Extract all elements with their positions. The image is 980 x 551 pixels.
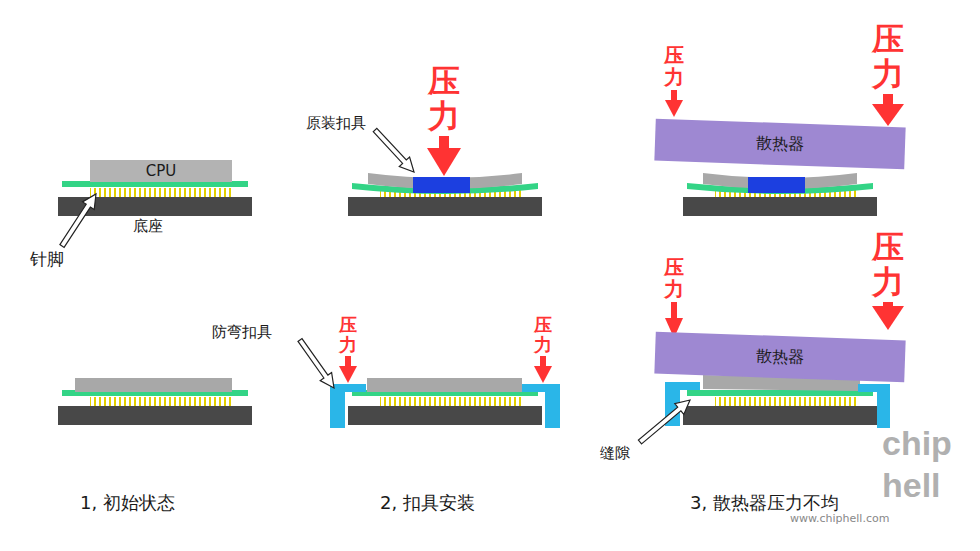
anti-bend-bracket (522, 384, 560, 428)
step-caption: 2, 扣具安装 (380, 491, 475, 515)
node-text: CPU (146, 162, 177, 180)
watermark: www.chiphell.com (790, 512, 889, 525)
force-label: 压力 (872, 230, 904, 300)
socket (348, 390, 542, 425)
heatsink-box: 散热器 (654, 332, 905, 383)
force-label: 压力 (339, 315, 357, 355)
socket-bent (683, 173, 877, 216)
leader-arrow (298, 339, 334, 388)
leader-arrow (638, 400, 690, 444)
force-label: 压力 (664, 256, 684, 300)
part-label: 防弯扣具 (212, 323, 272, 342)
leader-arrow (60, 194, 96, 247)
step-caption: 3, 散热器压力不均 (690, 491, 839, 515)
part-label: 底座 (133, 217, 163, 236)
force-label: 压力 (872, 22, 904, 92)
node-text: 散热器 (756, 133, 805, 156)
anti-bend-bracket (858, 384, 890, 428)
part-label: 原装扣具 (306, 114, 366, 133)
cpu-chip (75, 378, 232, 392)
socket-bent (348, 173, 542, 216)
socket (683, 390, 877, 425)
force-label: 压力 (428, 64, 460, 134)
leader-arrow (373, 128, 414, 172)
cpu-chip: CPU (90, 160, 232, 182)
part-label: 针脚 (30, 248, 64, 271)
watermark: chip (882, 424, 952, 463)
force-label: 压力 (664, 44, 684, 88)
heatsink-box: 散热器 (654, 119, 905, 170)
socket (58, 390, 252, 425)
step-caption: 1, 初始状态 (80, 491, 175, 515)
cpu-chip (367, 378, 522, 392)
part-label: 缝隙 (600, 444, 630, 463)
node-text: 散热器 (756, 346, 805, 369)
force-label: 压力 (534, 315, 552, 355)
anti-bend-bracket (330, 384, 366, 428)
watermark: hell (882, 466, 941, 505)
